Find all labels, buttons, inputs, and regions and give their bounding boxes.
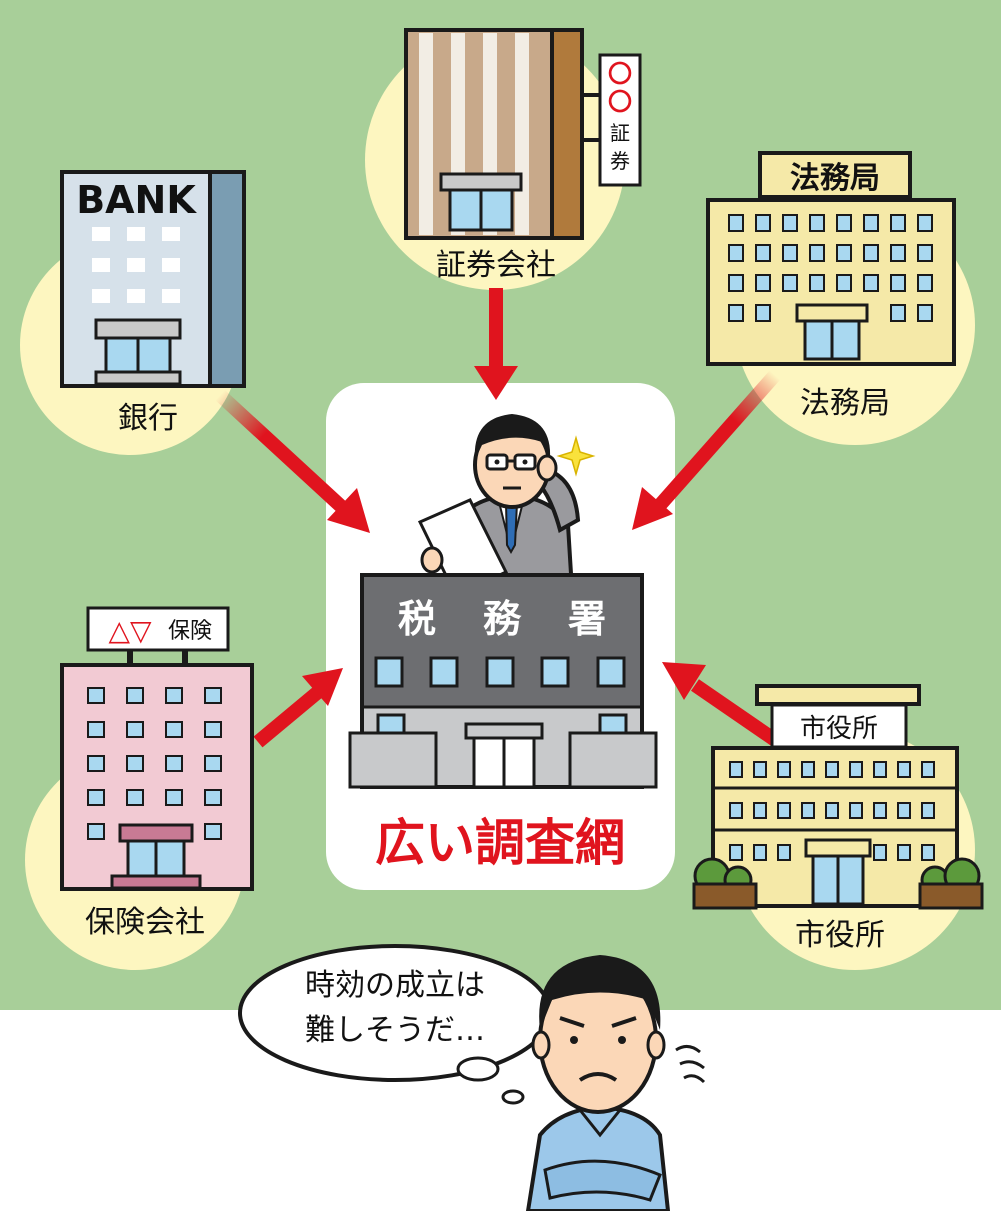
tax-office-sign-char-2: 務 <box>483 597 522 641</box>
thought-line-1: 時効の成立は <box>305 968 485 1003</box>
tax-office-sign-char-1: 税 <box>398 597 436 641</box>
arrow-from-insurance <box>253 686 323 748</box>
insurance-sign-text: 保険 <box>168 619 212 644</box>
bank-label: 銀行 <box>118 401 178 436</box>
insurance-label: 保険会社 <box>85 905 205 940</box>
insurance-windows <box>87 687 222 840</box>
thought-line-2: 難しそうだ… <box>305 1013 485 1048</box>
arrow-head-bank <box>327 488 370 533</box>
arrow-from-legal-affairs <box>654 370 781 510</box>
insurance-building: △▽ 保険 <box>60 606 254 891</box>
legal-affairs-windows <box>728 214 933 322</box>
city-hall-sign <box>770 703 908 749</box>
legal-affairs-label: 法務局 <box>800 386 890 421</box>
bank-sign: BANK <box>76 178 197 222</box>
insurance-sign <box>86 606 230 652</box>
city-hall-sign-text: 市役所 <box>800 714 878 744</box>
bush-left <box>692 857 758 910</box>
arrow-from-securities <box>489 288 503 366</box>
legal-affairs-building: 法務局 <box>706 151 956 366</box>
city-hall-building: 市役所 <box>692 684 984 910</box>
securities-building: 〇 〇 証 券 <box>404 28 642 240</box>
tax-office-windows <box>374 656 626 688</box>
legal-affairs-sign: 法務局 <box>790 161 880 196</box>
tax-office-building: 税 務 署 <box>348 573 658 789</box>
city-hall-windows <box>729 761 935 861</box>
main-caption: 広い調査網 <box>375 814 625 872</box>
sweat-icon <box>675 1045 706 1084</box>
securities-sign-char-4: 券 <box>610 149 630 173</box>
tax-inspector <box>417 414 596 598</box>
arrow-head-city-hall <box>662 662 706 700</box>
securities-sign-char-3: 証 <box>610 121 630 145</box>
arrow-head-insurance <box>302 668 343 706</box>
sparkle-icon <box>556 435 596 477</box>
securities-sign <box>598 53 642 187</box>
insurance-sign-mark: △▽ <box>108 614 152 647</box>
worried-man <box>525 955 706 1211</box>
arrow-from-city-hall <box>691 679 779 746</box>
arrows <box>215 288 781 748</box>
securities-sign-char-1: 〇 <box>608 60 632 88</box>
arrow-head-securities <box>474 366 518 400</box>
arrow-head-legal-affairs <box>632 487 673 530</box>
securities-label: 証券会社 <box>436 248 556 283</box>
thought-bubble: 時効の成立は 難しそうだ… <box>238 944 552 1105</box>
bank-building: BANK <box>60 170 246 388</box>
bush-right <box>918 857 984 910</box>
arrow-from-bank <box>215 389 350 516</box>
tax-office-sign-char-3: 署 <box>568 597 606 641</box>
securities-sign-char-2: 〇 <box>608 88 632 116</box>
document-paper <box>417 498 509 598</box>
city-hall-label: 市役所 <box>795 918 885 953</box>
